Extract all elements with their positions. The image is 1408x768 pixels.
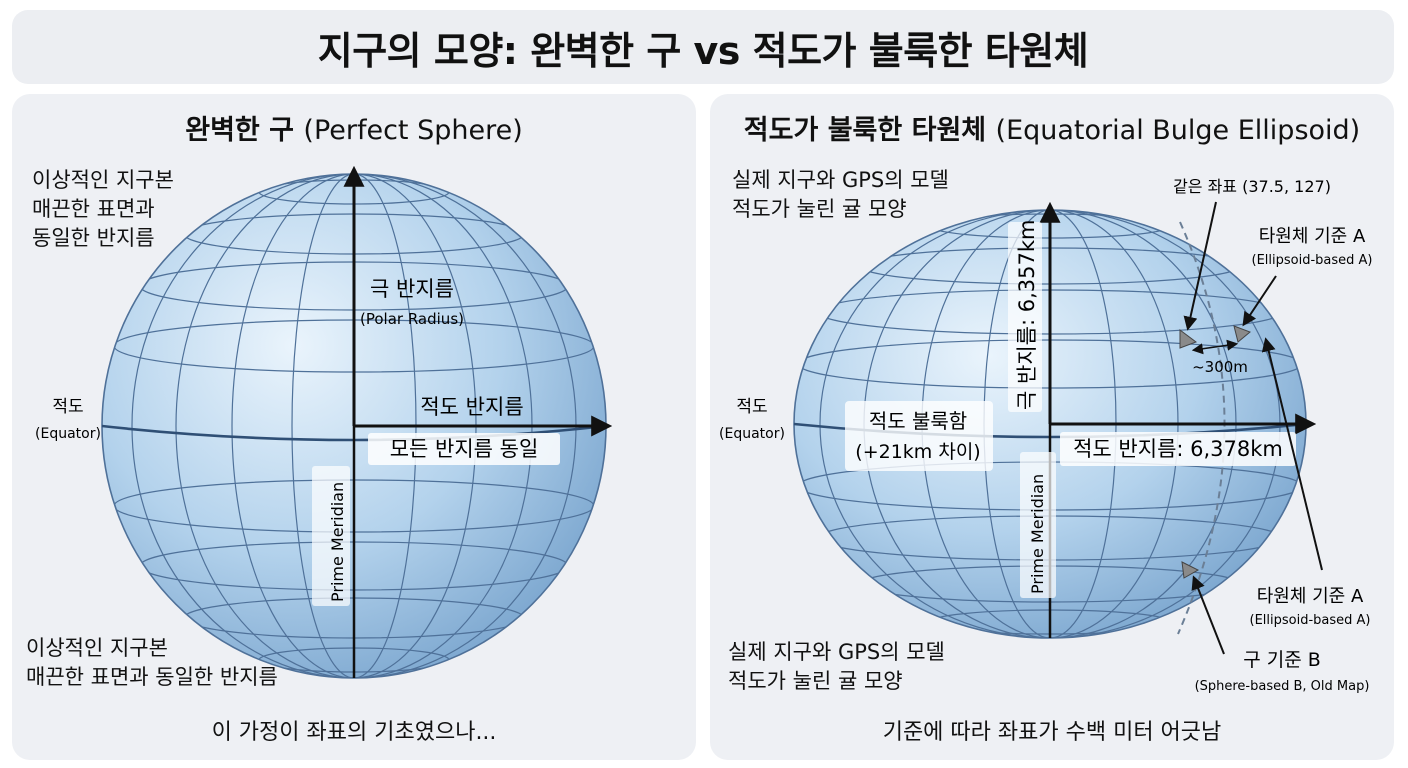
sphere-heading: 완벽한 구 (Perfect Sphere) (12, 108, 696, 147)
prime-meridian-label: Prime Meridian (328, 482, 347, 602)
polar-radius-sub: (Polar Radius) (360, 310, 464, 328)
sphere-bottom-note: 이상적인 지구본 매끈한 표면과 동일한 반지름 (26, 634, 278, 692)
callout-sphere-b (1191, 575, 1225, 655)
ellipsoid-top-note: 실제 지구와 GPS의 모델 적도가 눌린 귤 모양 (732, 166, 949, 224)
ellipsoid-panel: 극 반지름: 6,357km 적도 반지름: 6,378km 적도 불룩함 (+… (710, 94, 1394, 760)
equator-label: 적도 (736, 397, 767, 417)
equatorial-radius-label: 적도 반지름 (420, 395, 523, 419)
note-line: 적도가 눌린 귤 모양 (732, 197, 907, 221)
ellipsoid-a2-sub: (Ellipsoid-based A) (1250, 613, 1371, 628)
note-line: 매끈한 표면과 동일한 반지름 (26, 665, 278, 689)
title-bar: 지구의 모양: 완벽한 구 vs 적도가 불룩한 타원체 (12, 10, 1394, 84)
same-coord-label: 같은 좌표 (37.5, 127) (1173, 177, 1331, 196)
callout-same-coord (1183, 201, 1217, 331)
note-line: 실제 지구와 GPS의 모델 (728, 640, 945, 664)
sphere-b-label: 구 기준 B (1243, 649, 1321, 671)
ellipsoid-heading-sub: (Equatorial Bulge Ellipsoid) (995, 115, 1361, 146)
note-line: 매끈한 표면과 (32, 197, 155, 221)
ellipsoid-diagram: 극 반지름: 6,357km 적도 반지름: 6,378km 적도 불룩함 (+… (719, 177, 1373, 694)
ellipsoid-a-label: 타원체 기준 A (1259, 226, 1366, 247)
note-line: 동일한 반지름 (32, 226, 155, 250)
sphere-panel: 극 반지름 (Polar Radius) 적도 반지름 모든 반지름 동일 적도… (12, 94, 696, 760)
sphere-heading-text: 완벽한 구 (185, 115, 294, 146)
callout-ellipsoid-a (1242, 275, 1277, 327)
equator-sub: (Equator) (35, 426, 101, 442)
bulge-sub: (+21km 차이) (855, 441, 980, 463)
polar-radius-label: 극 반지름: 6,357km (1015, 220, 1039, 410)
note-line: 적도가 눌린 귤 모양 (728, 669, 903, 693)
note-line: 이상적인 지구본 (26, 636, 168, 660)
note-line: 이상적인 지구본 (32, 168, 174, 192)
marker-sphere-bottom (1181, 561, 1200, 579)
ellipsoid-a-sub: (Ellipsoid-based A) (1252, 253, 1373, 268)
sphere-footer: 이 가정이 좌표의 기초였으나... (211, 720, 497, 745)
polar-radius-label: 극 반지름 (370, 277, 454, 301)
ellipsoid-heading-text: 적도가 불룩한 타원체 (743, 115, 987, 146)
equator-label: 적도 (52, 397, 83, 417)
sphere-b-sub: (Sphere-based B, Old Map) (1195, 679, 1370, 694)
ellipsoid-bottom-note: 실제 지구와 GPS의 모델 적도가 눌린 귤 모양 (728, 638, 945, 696)
offset-label: ~300m (1192, 358, 1248, 376)
ellipsoid-a2-label: 타원체 기준 A (1257, 586, 1364, 607)
marker-ellipsoid-top (1233, 325, 1251, 343)
offset-arrow (1191, 339, 1239, 355)
note-line: 실제 지구와 GPS의 모델 (732, 168, 949, 192)
prime-meridian-label: Prime Meridian (1028, 474, 1047, 594)
sphere-diagram: 극 반지름 (Polar Radius) 적도 반지름 모든 반지름 동일 적도… (35, 165, 613, 679)
all-radii-equal-label: 모든 반지름 동일 (390, 437, 539, 461)
ellipsoid-footer: 기준에 따라 좌표가 수백 미터 어긋남 (882, 720, 1222, 745)
sphere-heading-sub: (Perfect Sphere) (303, 115, 523, 146)
sphere-top-note: 이상적인 지구본 매끈한 표면과 동일한 반지름 (32, 166, 174, 253)
bulge-label: 적도 불룩함 (869, 409, 967, 433)
equatorial-radius-label: 적도 반지름: 6,378km (1073, 437, 1283, 461)
page-title: 지구의 모양: 완벽한 구 vs 적도가 불룩한 타원체 (317, 28, 1089, 73)
ellipsoid-heading: 적도가 불룩한 타원체 (Equatorial Bulge Ellipsoid) (710, 108, 1394, 147)
equator-sub: (Equator) (719, 426, 785, 442)
callout-ellipsoid-a2 (1261, 337, 1323, 571)
